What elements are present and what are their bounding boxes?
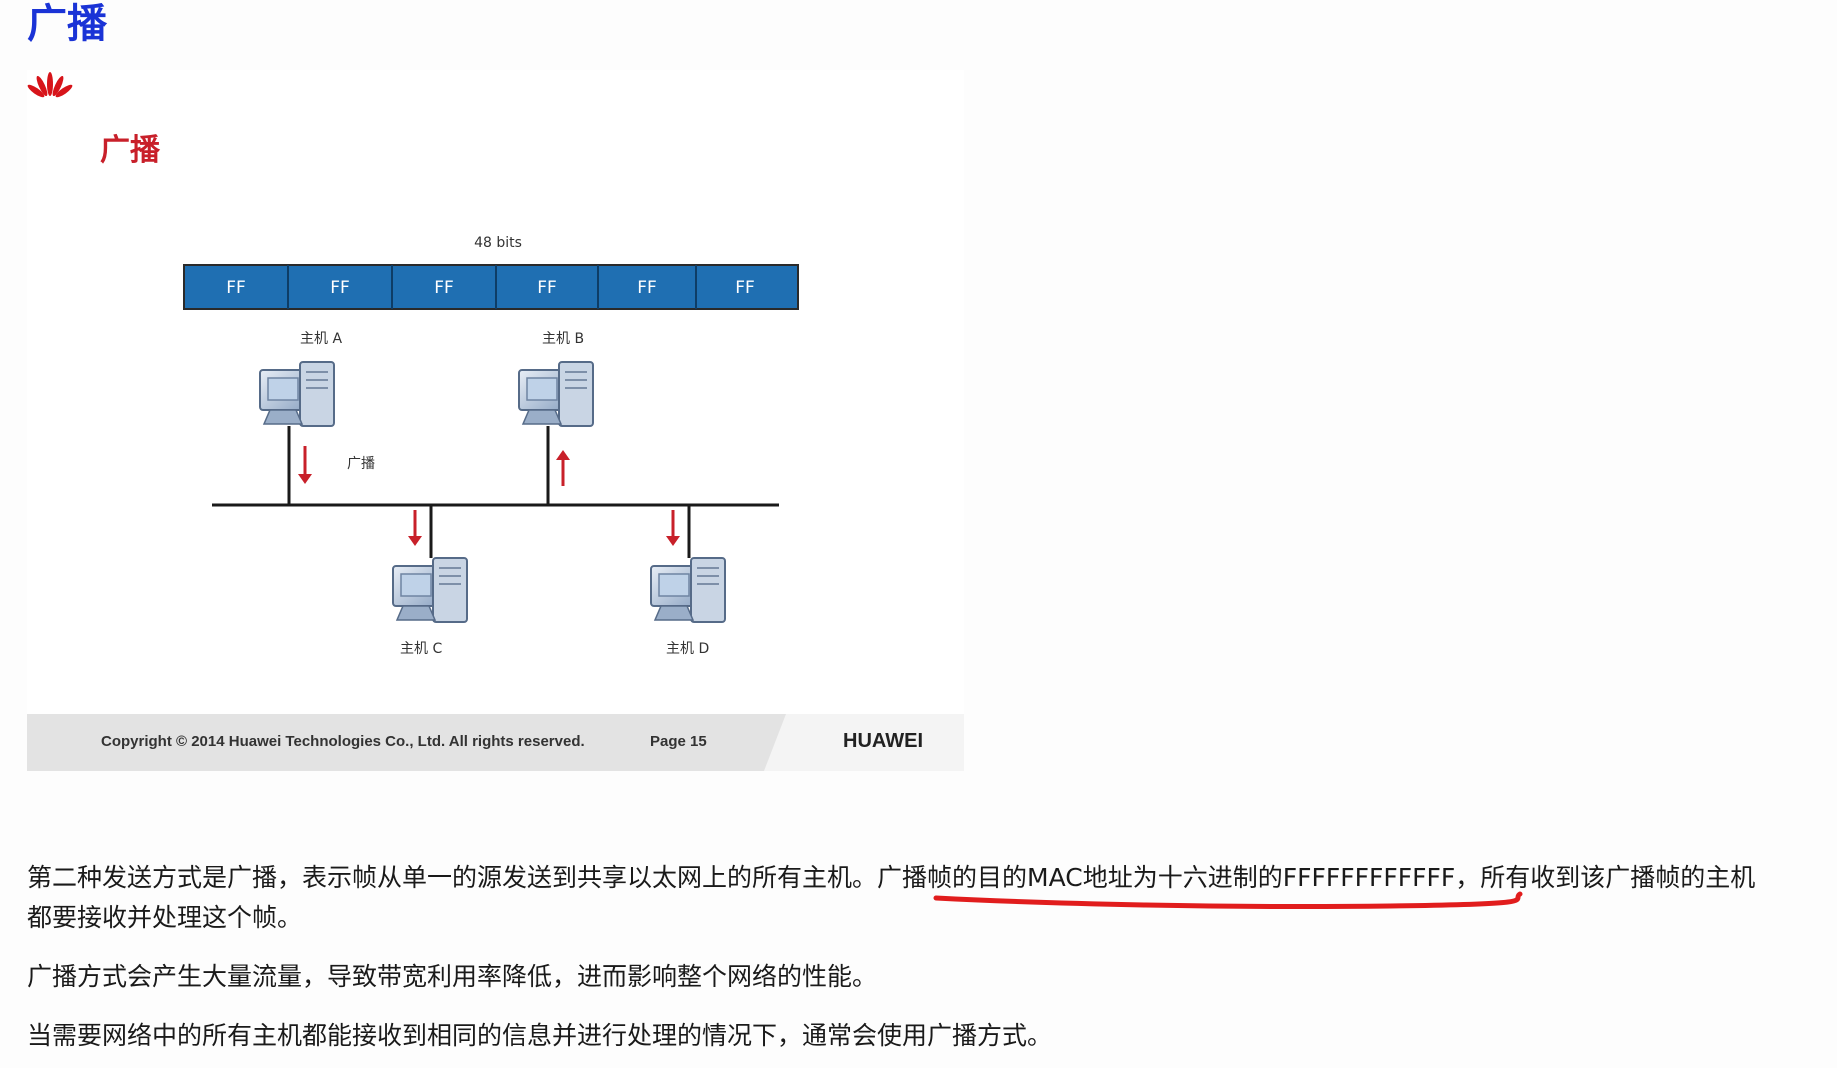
slide-image: 广播 48 bits FF FF FF FF FF FF 主机 A 主机 B: [27, 70, 964, 771]
paragraph-1-text-end: ，所有收到该广播帧的主机: [1455, 863, 1756, 892]
host-b-label: 主机 B: [542, 331, 584, 347]
paragraph-1-text-start: 第二种发送方式是广播，表示帧从单一的源发送到共享以太网上的所有主机。: [27, 863, 878, 892]
red-underline-annotation: [933, 891, 1523, 910]
slide-page-number: Page 15: [650, 733, 707, 750]
paragraph-1-highlight: 广播帧的目的MAC地址为十六进制的FFFFFFFFFFFF: [877, 863, 1456, 892]
host-c-label: 主机 C: [400, 641, 442, 657]
paragraph-1-line-2: 都要接收并处理这个帧。: [27, 903, 303, 932]
octet-4: FF: [537, 278, 557, 298]
copyright-text: Copyright © 2014 Huawei Technologies Co.…: [101, 733, 585, 750]
page-title: 广播: [27, 1, 107, 47]
host-d-computer-icon: [650, 557, 726, 623]
paragraph-2: 广播方式会产生大量流量，导致带宽利用率降低，进而影响整个网络的性能。: [27, 962, 878, 991]
octet-6: FF: [735, 278, 755, 298]
arrow-down-icon: [298, 446, 312, 484]
arrow-up-icon: [556, 450, 570, 486]
host-a-label: 主机 A: [300, 331, 342, 347]
host-b-computer-icon: [518, 361, 594, 427]
broadcast-label: 广播: [347, 456, 375, 472]
bits-label: 48 bits: [474, 235, 522, 251]
slide-footer-brand-area: [764, 714, 964, 771]
mac-address-bar: [183, 264, 799, 310]
paragraph-3: 当需要网络中的所有主机都能接收到相同的信息并进行处理的情况下，通常会使用广播方式…: [27, 1021, 1053, 1050]
octet-5: FF: [637, 278, 657, 298]
paragraph-1: 第二种发送方式是广播，表示帧从单一的源发送到共享以太网上的所有主机。广播帧的目的…: [27, 858, 1827, 938]
octet-1: FF: [226, 278, 246, 298]
arrow-down-icon: [408, 510, 422, 546]
host-d-label: 主机 D: [666, 641, 709, 657]
arrow-down-icon: [666, 510, 680, 546]
host-a-computer-icon: [259, 361, 335, 427]
huawei-brand-text: HUAWEI: [843, 730, 923, 752]
octet-3: FF: [434, 278, 454, 298]
host-c-computer-icon: [392, 557, 468, 623]
octet-2: FF: [330, 278, 350, 298]
slide-title: 广播: [100, 133, 161, 168]
broadcast-diagram: 广播 48 bits FF FF FF FF FF FF 主机 A 主机 B: [100, 133, 799, 657]
huawei-logo-icon: [27, 72, 73, 98]
